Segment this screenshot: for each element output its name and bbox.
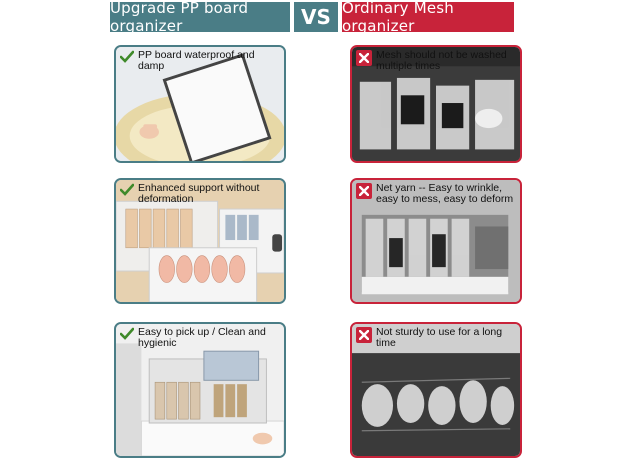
waterproof-basin-photo — [116, 47, 284, 161]
pro-text: Enhanced support without deformation — [138, 182, 260, 205]
pro-text: PP board waterproof and damp — [138, 49, 255, 72]
drawer-organizer-photo — [116, 324, 284, 456]
check-icon — [120, 183, 134, 196]
mesh-bra-organizer-photo — [352, 324, 520, 456]
mesh-organizer-banner: Ordinary Mesh organizer — [342, 0, 514, 35]
con-caption: Not sturdy to use for a long time — [356, 327, 516, 349]
mesh-drawer-photo — [352, 180, 520, 302]
pro-panel-easy-clean: Easy to pick up / Clean and hygienic — [114, 322, 286, 458]
pro-panel-support: Enhanced support without deformation — [114, 178, 286, 304]
con-caption: Mesh should not be washed multiple times — [356, 50, 516, 72]
pro-panel-waterproof: PP board waterproof and damp — [114, 45, 286, 163]
con-text: Mesh should not be washed multiple times — [376, 49, 507, 72]
check-icon — [120, 327, 134, 340]
pp-organizer-banner: Upgrade PP board organizer — [110, 0, 290, 35]
pro-caption: Enhanced support without deformation — [120, 183, 280, 205]
x-icon — [356, 327, 372, 343]
con-panel-washing: Mesh should not be washed multiple times — [350, 45, 522, 163]
vs-badge: VS — [294, 2, 338, 32]
x-icon — [356, 183, 372, 199]
x-icon — [356, 50, 372, 66]
check-icon — [120, 50, 134, 63]
pro-caption: PP board waterproof and damp — [120, 50, 280, 72]
con-text: Not sturdy to use for a long time — [376, 326, 503, 349]
pro-text: Easy to pick up / Clean and hygienic — [138, 326, 266, 349]
organizer-boxes-photo — [116, 180, 284, 302]
con-panel-sturdy: Not sturdy to use for a long time — [350, 322, 522, 458]
pro-caption: Easy to pick up / Clean and hygienic — [120, 327, 280, 349]
con-caption: Net yarn -- Easy to wrinkle, easy to mes… — [356, 183, 516, 205]
mesh-organizer-photo — [352, 47, 520, 161]
con-text: Net yarn -- Easy to wrinkle, easy to mes… — [376, 182, 514, 205]
con-panel-deform: Net yarn -- Easy to wrinkle, easy to mes… — [350, 178, 522, 304]
